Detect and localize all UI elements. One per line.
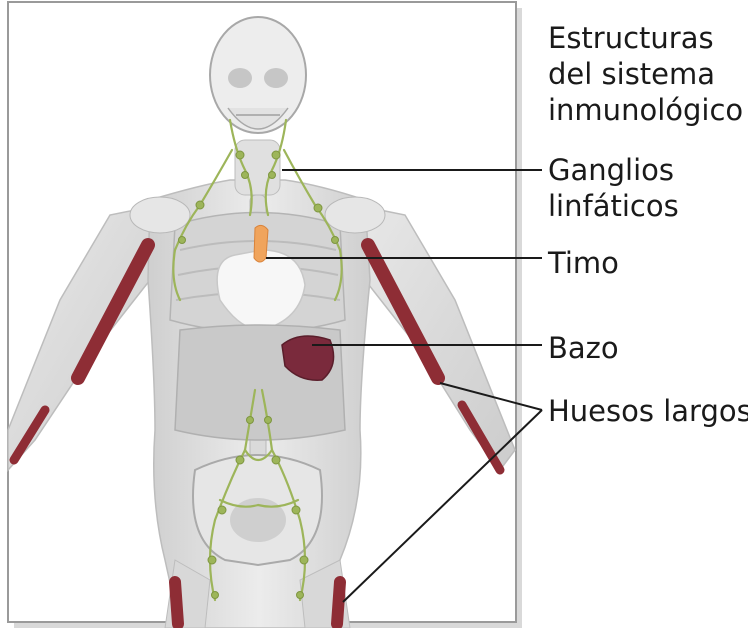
label-timo-text: Timo [548,245,619,281]
thymus [254,225,268,262]
label-ganglios-line-2: linfáticos [548,188,679,224]
left-femur-marrow [175,582,178,624]
left-shoulder [130,197,190,233]
diagram-title: Estructuras del sistema inmunológico [548,20,743,128]
title-line-3: inmunológico [548,92,743,128]
right-femur-marrow [337,582,340,624]
right-shoulder [325,197,385,233]
title-line-2: del sistema [548,56,743,92]
label-bazo: Bazo [548,330,619,366]
label-huesos-text: Huesos largos [548,393,748,429]
right-eye-socket [264,68,288,88]
title-line-1: Estructuras [548,20,743,56]
label-huesos-largos: Huesos largos [548,393,748,429]
label-ganglios-linfaticos: Ganglios linfáticos [548,152,679,224]
label-bazo-text: Bazo [548,330,619,366]
left-eye-socket [228,68,252,88]
label-ganglios-line-1: Ganglios [548,152,679,188]
label-timo: Timo [548,245,619,281]
